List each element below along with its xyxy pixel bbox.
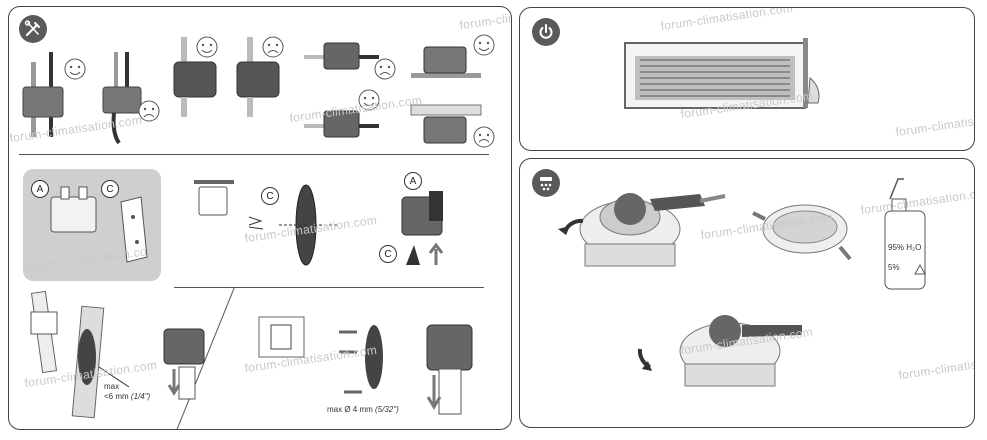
pump-tank-bad [236,36,284,117]
divider-row2 [174,287,484,289]
part-c-drawing [120,196,148,263]
max-screw-inch: (5/32") [375,405,399,414]
pump-tank-good [173,36,218,117]
ac-unit-drawing [624,38,820,109]
part-c-label: C [101,180,119,198]
max-gap-label: max [104,382,120,391]
cleaning-icon [540,177,552,191]
divider-row1 [19,154,489,156]
cleaning-drawings [558,178,926,387]
installation-panel: A C C A C max <6 mm (1/4") max Ø 4 mm (5… [8,6,512,430]
bracket-c-label: C [261,187,279,205]
cleaning-bottle [884,178,926,290]
pump-open-drawing [558,193,726,267]
tools-badge [19,15,47,43]
power-badge [532,18,560,46]
tank-open-drawing [752,204,852,261]
max-screw-mm: max Ø 4 mm [327,405,373,414]
max-gap-mm: <6 mm [104,392,129,401]
max-gap-value: <6 mm (1/4") [104,392,150,401]
bottle-water-label: 95% H₂O [888,243,922,252]
pump-vertical-good [22,52,86,137]
pump-horizontal-good-bad [304,42,396,138]
bracket-mount-drawing [194,180,339,266]
pump-wall-final [426,324,473,415]
part-a-drawing [50,186,97,233]
power-off-panel: forum-climatisation.com forum-climatisat… [519,7,975,151]
pump-mount-surface [410,34,495,148]
max-screw-label: max Ø 4 mm (5/32") [327,405,399,414]
pump-closed-drawing [637,315,802,387]
tools-icon [24,20,40,37]
part-a-label: A [31,180,49,198]
power-icon [539,24,553,39]
cleaning-panel: 95% H₂O 5% forum-climatisation.com forum… [519,158,975,428]
pump-with-bracket [401,191,444,265]
bottle-cleaner-label: 5% [888,263,900,272]
pump-c-label: C [379,245,397,263]
pipe-mount-drawing [30,290,130,419]
installation-drawings [22,34,495,419]
pump-a-label: A [404,172,422,190]
pump-vertical-bad [102,52,160,145]
max-gap-inch: (1/4") [130,392,151,401]
pump-slide-on-bracket [163,328,205,400]
wall-mount-drawing [258,316,383,394]
cleaning-badge [532,169,560,197]
